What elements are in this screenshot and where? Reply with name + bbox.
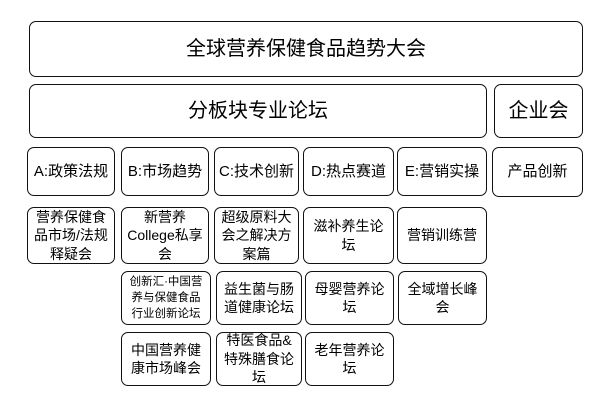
enterprise-meeting-box: 企业会 xyxy=(494,84,583,138)
track-b-session-1-box: 新营养 College私享 会 xyxy=(121,207,209,264)
track-d-session-3-box: 老年营养论 坛 xyxy=(305,332,394,386)
track-c-box: C:技术创新 xyxy=(214,147,299,196)
track-a-session-1-box: 营养保健食 品市场/法规 释疑会 xyxy=(27,207,115,264)
track-d-session-2-box: 母婴营养论 坛 xyxy=(305,271,394,325)
track-d-box: D:热点赛道 xyxy=(303,147,394,196)
subforum-title-box: 分板块专业论坛 xyxy=(29,84,487,138)
track-c-session-2-box: 益生菌与肠 道健康论坛 xyxy=(216,271,302,325)
track-c-session-1-box: 超级原料大 会之解决方 案篇 xyxy=(214,207,299,264)
track-d-session-1-box: 滋补养生论 坛 xyxy=(303,207,394,264)
track-b-session-3-box: 中国营养健 康市场峰会 xyxy=(121,332,211,386)
track-c-session-3-box: 特医食品& 特殊膳食论 坛 xyxy=(216,332,302,386)
track-e-session-1-box: 营销训练营 xyxy=(397,207,487,264)
track-b-box: B:市场趋势 xyxy=(121,147,209,196)
product-innovation-box: 产品创新 xyxy=(492,147,583,197)
conference-title-box: 全球营养保健食品趋势大会 xyxy=(29,21,583,77)
track-e-box: E:营销实操 xyxy=(397,147,487,196)
track-b-session-2-box: 创新汇·中国营 养与保健食品 行业创新论坛 xyxy=(121,271,211,325)
track-a-box: A:政策法规 xyxy=(27,147,115,196)
track-e-session-2-box: 全域增长峰 会 xyxy=(398,271,487,325)
